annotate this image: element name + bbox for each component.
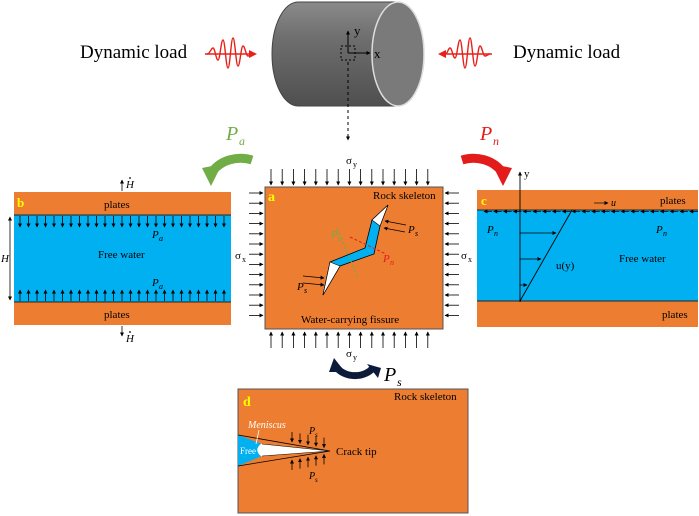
a-sigma-x-left-sub: x bbox=[242, 255, 246, 264]
a-fissure-label: Water-carrying fissure bbox=[301, 314, 399, 326]
a-sigma-y-bottom-sub: y bbox=[353, 353, 357, 362]
cylinder-specimen: y x bbox=[271, 1, 425, 141]
arrow-pa-sub: a bbox=[239, 134, 245, 148]
arrow-pa-label: P bbox=[225, 123, 238, 145]
a-pa-label: P bbox=[330, 229, 338, 241]
c-velocity-profile bbox=[519, 209, 573, 302]
axis-x-label: x bbox=[374, 46, 381, 61]
d-ps-top: P bbox=[308, 426, 315, 437]
panel-a-letter: a bbox=[268, 190, 275, 205]
axis-y-label: y bbox=[354, 23, 361, 38]
panel-d: d Rock skeleton Meniscus Free water Crac… bbox=[237, 388, 469, 514]
sigma-y-bottom-arrows bbox=[269, 331, 430, 348]
c-pn-right: P bbox=[655, 224, 663, 236]
d-meniscus-leader bbox=[255, 429, 260, 445]
a-sigma-y-bottom: σ bbox=[346, 348, 352, 360]
c-u-y: u(y) bbox=[556, 260, 575, 272]
d-meniscus-curve bbox=[257, 443, 263, 457]
a-ps-lower: P bbox=[296, 281, 304, 293]
b-water bbox=[14, 215, 231, 302]
panel-a: P s P s P a P n a Rock skeleton Water-ca… bbox=[235, 155, 472, 362]
c-free-water: Free water bbox=[619, 253, 666, 265]
arrow-pn-label: P bbox=[479, 123, 492, 145]
c-plates-top: plates bbox=[660, 195, 686, 207]
b-pa-top-sub: a bbox=[159, 234, 163, 243]
b-pa-top-arrows bbox=[18, 216, 226, 228]
panel-b-letter: b bbox=[17, 195, 24, 210]
wave-right bbox=[438, 37, 492, 69]
b-plates-top: plates bbox=[104, 199, 130, 211]
c-plates-bottom: plates bbox=[662, 309, 688, 321]
d-rock-skeleton: Rock skeleton bbox=[394, 391, 457, 403]
red-curved-arrow bbox=[460, 153, 512, 186]
arrow-ps-sub: s bbox=[397, 375, 402, 389]
a-sigma-x-left: σ bbox=[235, 250, 241, 262]
a-sigma-x-right-sub: x bbox=[468, 255, 472, 264]
c-pn-left: P bbox=[486, 224, 494, 236]
a-pn-label: P bbox=[382, 253, 390, 265]
d-ps-bottom: P bbox=[308, 471, 315, 482]
b-plates-bottom: plates bbox=[104, 309, 130, 321]
b-free-water: Free water bbox=[98, 249, 145, 261]
pn-direction-line bbox=[349, 236, 387, 255]
panel-c-letter: c bbox=[481, 193, 487, 208]
a-sigma-y-top: σ bbox=[346, 155, 352, 167]
c-plate-top bbox=[477, 190, 698, 210]
c-pn-left-sub: n bbox=[494, 229, 498, 238]
dynamic-load-left: Dynamic load bbox=[80, 42, 188, 63]
panel-b: b plates plates Free water P a P a H H H bbox=[0, 177, 231, 345]
arrow-ps-label: P bbox=[383, 364, 396, 386]
panel-c: y u u(y) c plates plates Free water P n … bbox=[477, 168, 698, 327]
panel-d-letter: d bbox=[243, 395, 251, 410]
a-sigma-y-top-sub: y bbox=[353, 160, 357, 169]
fissure-tip-upper bbox=[371, 204, 389, 227]
b-pa-bottom-arrows bbox=[18, 289, 226, 301]
c-u: u bbox=[611, 198, 616, 209]
wave-left bbox=[205, 37, 257, 69]
d-ps-top-sub: s bbox=[315, 431, 318, 439]
b-hdot-bottom: H bbox=[125, 333, 135, 345]
a-ps-lower-sub: s bbox=[304, 286, 307, 295]
sigma-y-top-arrows bbox=[269, 169, 430, 186]
b-plate-bottom bbox=[14, 302, 231, 325]
b-h-label: H bbox=[0, 253, 10, 265]
a-ps-upper: P bbox=[407, 224, 415, 236]
b-hdot-top: H bbox=[125, 179, 135, 191]
b-pa-top: P bbox=[151, 229, 159, 241]
a-ps-upper-sub: s bbox=[415, 229, 418, 238]
a-pn-sub: n bbox=[390, 258, 394, 267]
sigma-x-right-arrows bbox=[444, 191, 459, 318]
a-sigma-x-right: σ bbox=[461, 250, 467, 262]
d-free-water: Free water bbox=[240, 446, 278, 456]
b-pa-bottom-sub: a bbox=[159, 282, 163, 291]
a-rock-skeleton: Rock skeleton bbox=[373, 190, 436, 202]
green-curved-arrow bbox=[202, 153, 254, 186]
d-crack-tip: Crack tip bbox=[336, 446, 377, 458]
b-plate-top bbox=[14, 192, 231, 215]
pa-direction-line bbox=[336, 227, 359, 279]
a-pa-sub: a bbox=[338, 234, 342, 243]
c-water bbox=[477, 210, 698, 301]
navy-curved-arrow bbox=[329, 358, 381, 380]
dynamic-load-right: Dynamic load bbox=[513, 42, 621, 63]
c-plate-bottom bbox=[477, 301, 698, 327]
arrow-pn-sub: n bbox=[493, 134, 499, 148]
c-axis-y: y bbox=[524, 168, 530, 180]
d-ps-arrows bbox=[290, 432, 326, 470]
sigma-x-left-arrows bbox=[249, 191, 264, 318]
b-pa-bottom: P bbox=[151, 277, 159, 289]
d-ps-bottom-sub: s bbox=[315, 476, 318, 484]
c-pn-right-sub: n bbox=[663, 229, 667, 238]
fissure-tip-lower bbox=[322, 261, 341, 296]
d-meniscus: Meniscus bbox=[247, 420, 286, 431]
